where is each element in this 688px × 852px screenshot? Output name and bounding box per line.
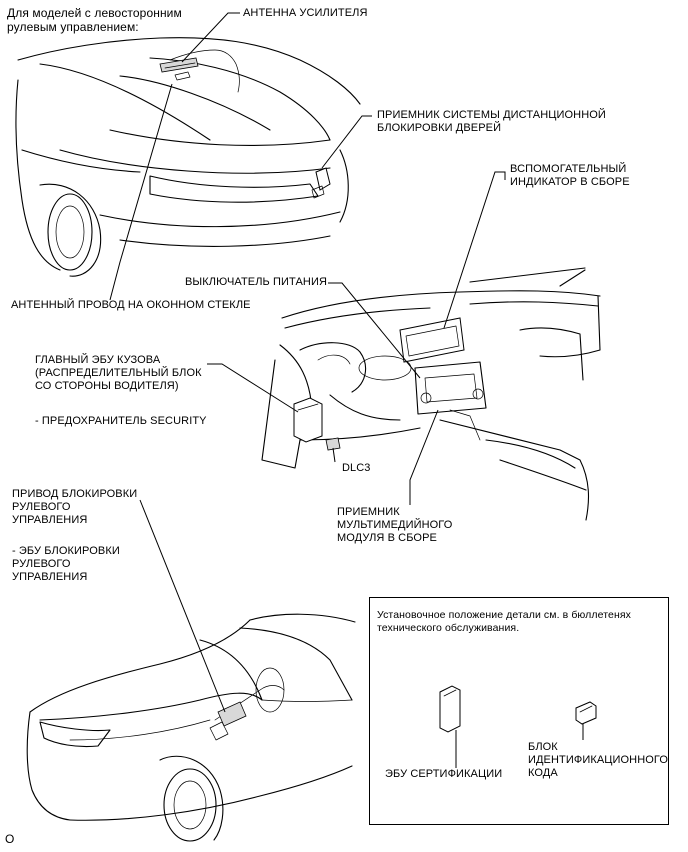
label-window-antenna-wire: АНТЕННЫЙ ПРОВОД НА ОКОННОМ СТЕКЛЕ (11, 299, 251, 311)
front-car-illustration (26, 613, 356, 842)
dashboard-illustration (261, 267, 601, 521)
rear-car-illustration (15, 37, 361, 277)
label-amplifier-antenna: АНТЕННА УСИЛИТЕЛЯ (243, 7, 368, 19)
note-box-parts (439, 685, 597, 733)
label-certification-ecu: ЭБУ СЕРТИФИКАЦИИ (385, 768, 503, 780)
service-bulletin-note-box (369, 597, 669, 825)
note-box-text: Установочное положение детали см. в бюлл… (377, 609, 631, 634)
label-security-fuse: - ПРЕДОХРАНИТЕЛЬ SECURITY (35, 415, 207, 427)
label-steering-lock-actuator: ПРИВОД БЛОКИРОВКИ РУЛЕВОГО УПРАВЛЕНИЯ (12, 488, 138, 526)
label-door-lock-receiver: ПРИЕМНИК СИСТЕМЫ ДИСТАНЦИОННОЙ БЛОКИРОВК… (377, 109, 606, 134)
label-aux-indicator: ВСПОМОГАТЕЛЬНЫЙ ИНДИКАТОР В СБОРЕ (510, 163, 630, 188)
figure-code: O (5, 832, 15, 846)
label-multimedia-receiver: ПРИЕМНИК МУЛЬТИМЕДИЙНОГО МОДУЛЯ В СБОРЕ (337, 506, 453, 544)
label-id-code-box: БЛОК ИДЕНТИФИКАЦИОННОГО КОДА (528, 741, 669, 779)
lhd-models-note: Для моделей с левосторонним рулевым упра… (7, 6, 182, 34)
label-steering-lock-ecu: - ЭБУ БЛОКИРОВКИ РУЛЕВОГО УПРАВЛЕНИЯ (12, 545, 120, 583)
label-power-switch: ВЫКЛЮЧАТЕЛЬ ПИТАНИЯ (185, 276, 328, 288)
certification-ecu-drawing (439, 685, 461, 733)
label-dlc3: DLC3 (342, 462, 371, 474)
leader-lines (109, 12, 584, 768)
label-main-body-ecu: ГЛАВНЫЙ ЭБУ КУЗОВА (РАСПРЕДЕЛИТЕЛЬНЫЙ БЛ… (35, 354, 202, 392)
id-code-box-drawing (575, 701, 597, 725)
